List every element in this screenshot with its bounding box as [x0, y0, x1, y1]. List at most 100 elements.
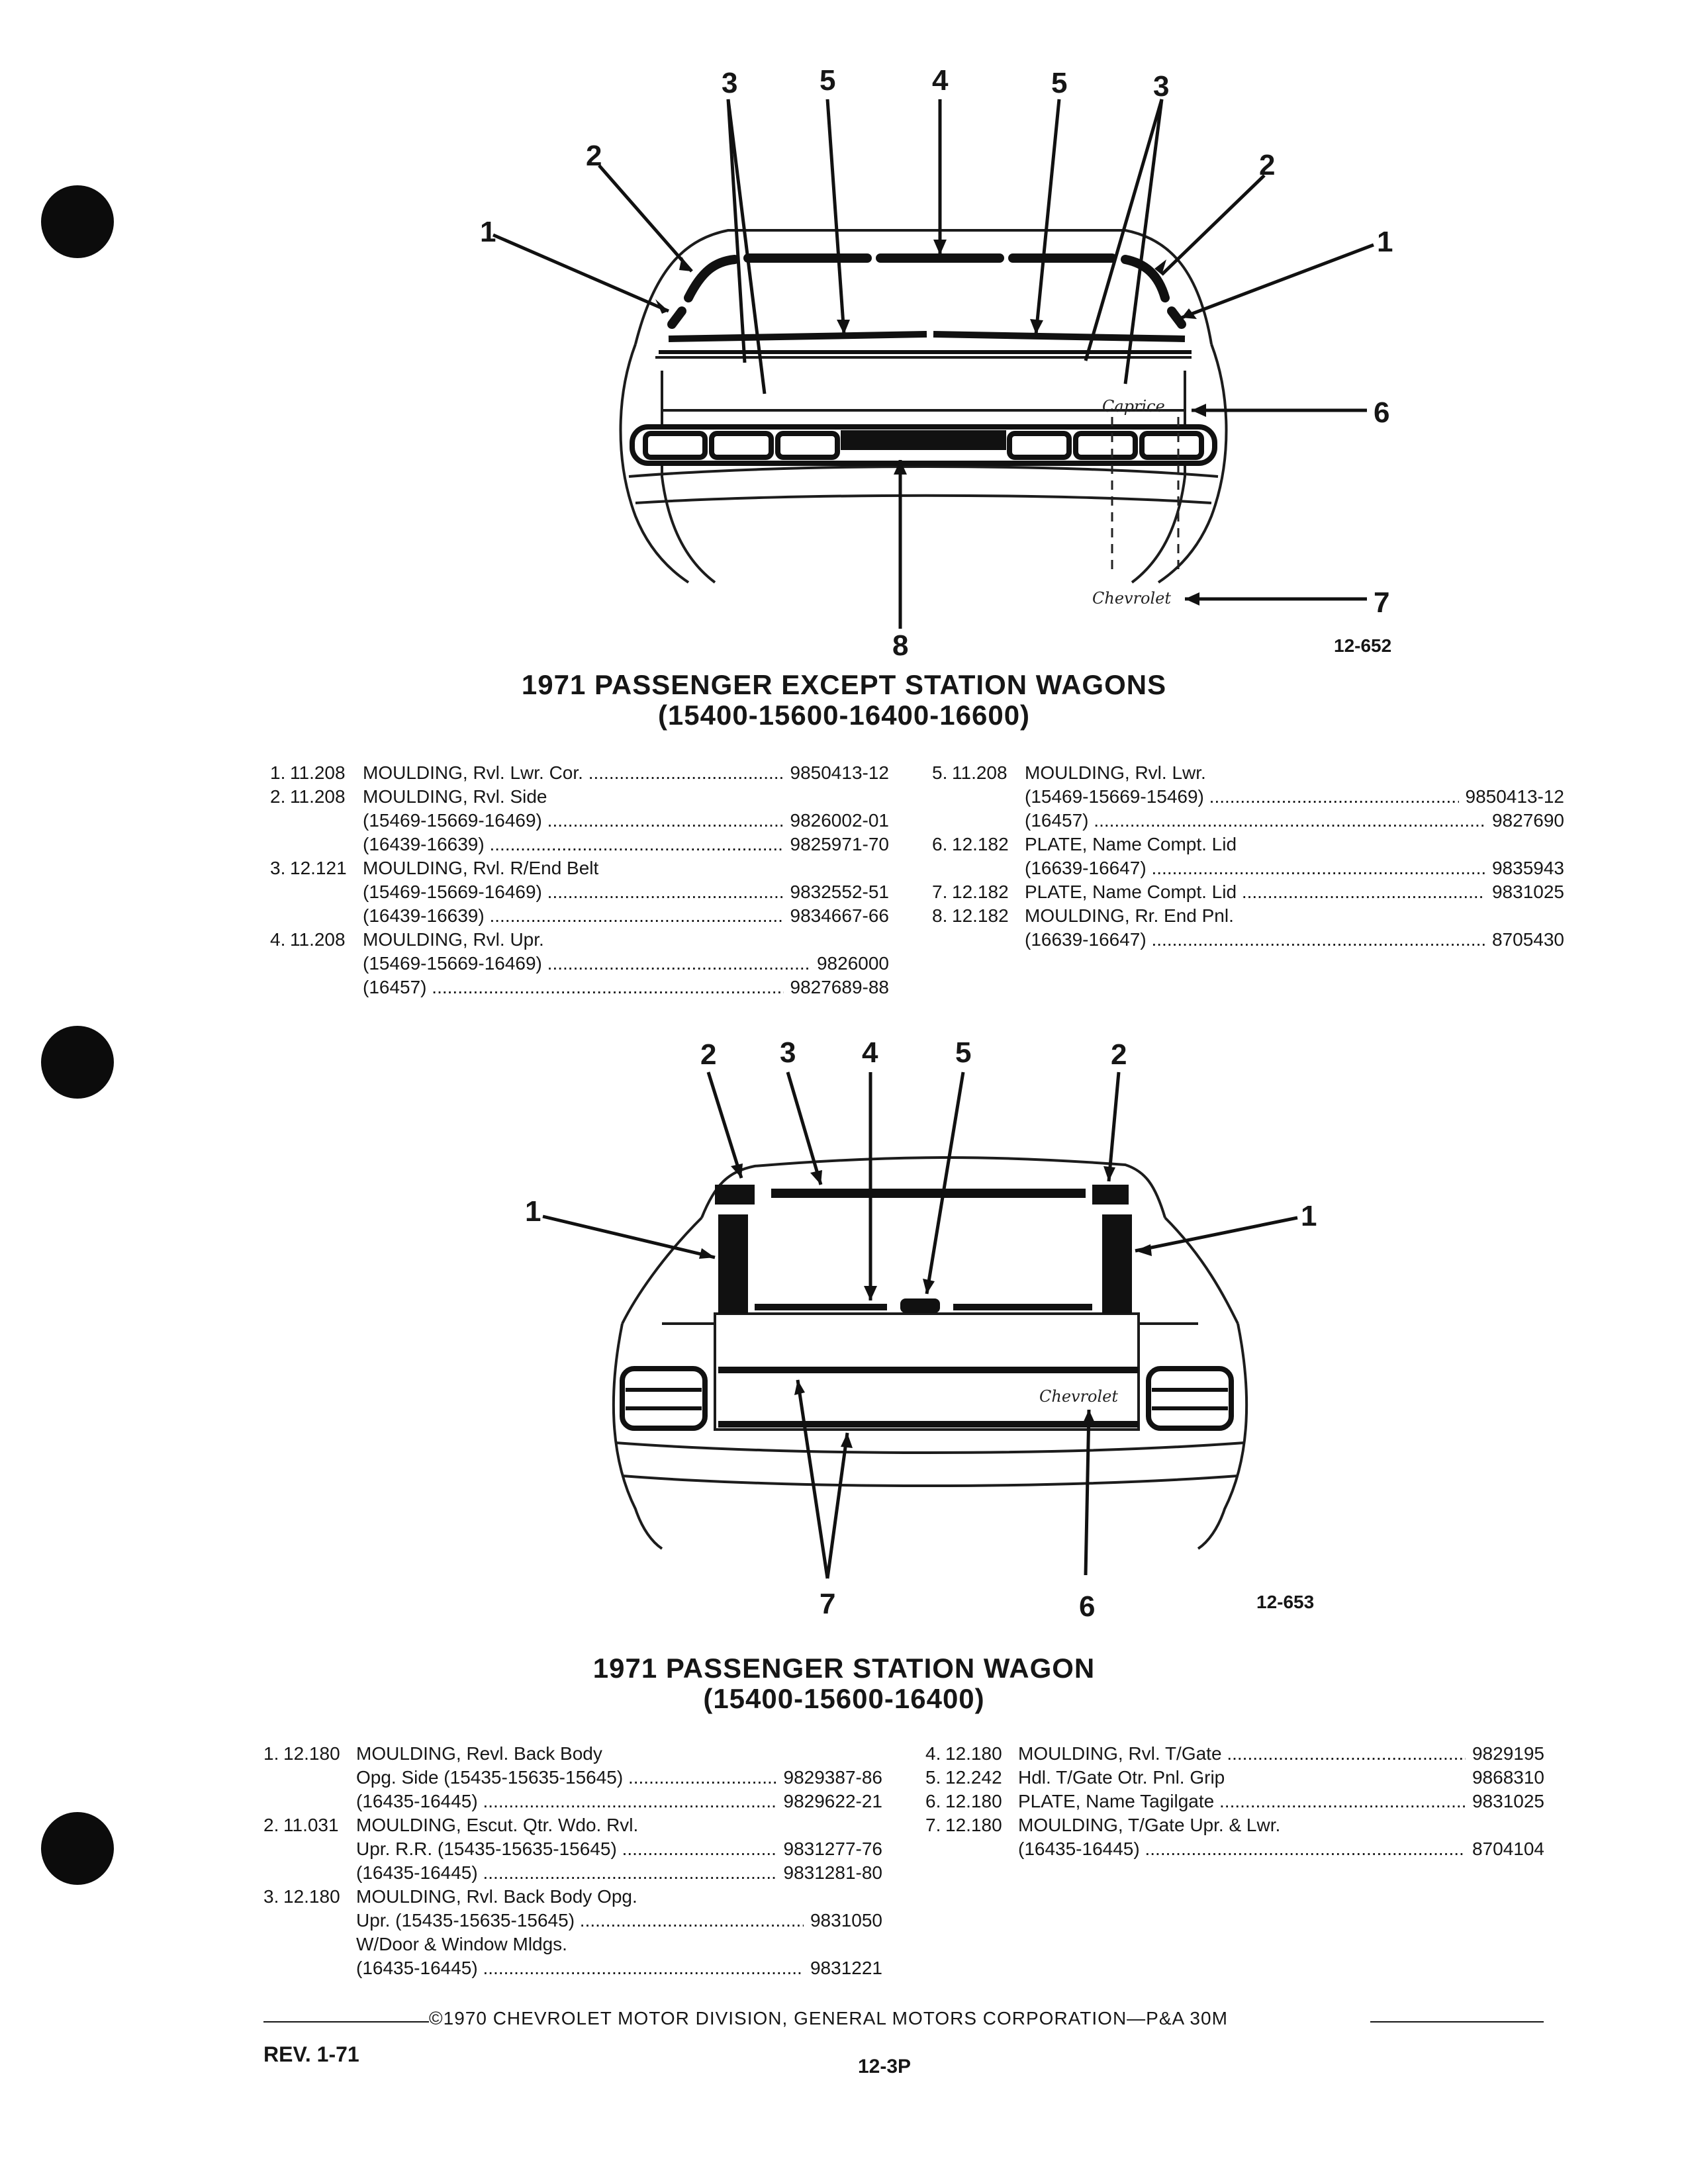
part-number: 9832552-51	[790, 882, 889, 902]
item-number	[263, 1933, 283, 1956]
group-number: 12.180	[283, 1886, 340, 1907]
group-number	[283, 1861, 356, 1885]
part-number: 9825971-70	[790, 834, 889, 854]
callout-6: 6	[1079, 1590, 1095, 1623]
group-number	[290, 809, 363, 833]
callout-2-right: 2	[1259, 149, 1275, 181]
binder-hole-middle	[41, 1026, 114, 1099]
footer-rule-left	[263, 2021, 429, 2023]
part-number: 9831277-76	[783, 1839, 882, 1859]
parts-row: (16435-16445) 9831221	[263, 1956, 882, 1980]
parts-row: (15469-15669-16469)9826000	[270, 952, 889, 976]
group-number	[290, 833, 363, 856]
part-description: (16435-16445)	[356, 1861, 777, 1885]
part-number: 9829622-21	[783, 1791, 882, 1811]
item-number	[270, 904, 290, 928]
item-number	[932, 785, 952, 809]
parts-row: W/Door & Window Mldgs.	[263, 1933, 882, 1956]
part-number	[882, 856, 889, 880]
callout-3: 3	[780, 1036, 796, 1069]
callout-7: 7	[820, 1588, 835, 1620]
part-number	[1538, 1813, 1544, 1837]
group-number	[283, 1790, 356, 1813]
diagram-rear-station-wagon: Chevrolet 2 3 4 5 2 1 1 7 6 12-653	[525, 1036, 1317, 1623]
part-description: Upr. R.R. (15435-15635-15645)	[356, 1837, 777, 1861]
item-number	[270, 952, 290, 976]
callout-1-right: 1	[1377, 226, 1393, 258]
group-number: 11.208	[952, 762, 1008, 783]
group-number	[290, 880, 363, 904]
part-description: (16435-16445)	[356, 1956, 804, 1980]
part-number: 9850413-12	[790, 762, 889, 783]
callout-1-left: 1	[480, 216, 496, 248]
item-number: 8.	[932, 905, 948, 926]
part-number: 9831025	[1491, 882, 1564, 902]
section-title-line-2: (15400-15600-16400)	[703, 1683, 985, 1714]
part-description: (16639-16647)	[1025, 856, 1485, 880]
parts-row: (16435-16445) 9831281-80	[263, 1861, 882, 1885]
part-description: MOULDING, Rvl. Upr.	[363, 929, 544, 950]
callout-4: 4	[932, 64, 949, 97]
item-number	[925, 1837, 945, 1861]
item-number	[263, 1956, 283, 1980]
callout-5-right: 5	[1051, 67, 1067, 99]
part-description: PLATE, Name Tagilgate	[1018, 1790, 1466, 1813]
callout-1-left: 1	[525, 1195, 541, 1228]
part-description: (16457)	[363, 976, 784, 999]
parts-row: (16639-16647)9835943	[932, 856, 1564, 880]
group-number	[290, 904, 363, 928]
item-number	[270, 833, 290, 856]
part-description: MOULDING, Rr. End Pnl.	[1025, 905, 1234, 926]
part-description: MOULDING, Rvl. Side	[363, 786, 547, 807]
part-number	[1558, 833, 1564, 856]
parts-row: (15469-15669-16469)9826002-01	[270, 809, 889, 833]
item-number: 7.	[932, 882, 948, 902]
part-description: PLATE, Name Compt. Lid	[1025, 834, 1237, 854]
part-number: 9831050	[810, 1910, 882, 1931]
item-number	[263, 1861, 283, 1885]
part-number: 9831281-80	[783, 1862, 882, 1883]
part-description: (15469-15669-16469)	[363, 809, 784, 833]
part-description: (15469-15669-16469)	[363, 880, 784, 904]
chevrolet-script-badge: Chevrolet	[1039, 1387, 1118, 1406]
group-number: 12.242	[945, 1767, 1002, 1788]
part-number	[876, 1885, 882, 1909]
footer-rule-right	[1370, 2021, 1544, 2023]
item-number	[263, 1909, 283, 1933]
item-number	[932, 928, 952, 952]
part-description: MOULDING, Rvl. Back Body Opg.	[356, 1886, 637, 1907]
part-description: MOULDING, Rvl. T/Gate	[1018, 1742, 1466, 1766]
item-number: 5.	[925, 1767, 941, 1788]
part-description: (16435-16445)	[1018, 1837, 1466, 1861]
parts-row: (16457)9827690	[932, 809, 1564, 833]
parts-row: (15469-15669-15469)9850413-12	[932, 785, 1564, 809]
part-description: MOULDING, Rvl. R/End Belt	[363, 858, 599, 878]
item-number: 1.	[270, 762, 286, 783]
part-number: 8704104	[1472, 1839, 1544, 1859]
item-number	[263, 1766, 283, 1790]
item-number: 7.	[925, 1815, 941, 1835]
item-number: 6.	[925, 1791, 941, 1811]
group-number	[283, 1837, 356, 1861]
item-number: 2.	[270, 786, 286, 807]
part-number	[876, 1742, 882, 1766]
section-title-line-1: 1971 PASSENGER STATION WAGON	[592, 1653, 1096, 1684]
part-number: 9831221	[810, 1958, 882, 1978]
parts-row: (16439-16639)9825971-70	[270, 833, 889, 856]
callout-6: 6	[1374, 396, 1389, 429]
parts-row: Upr. R.R. (15435-15635-15645) 9831277-76	[263, 1837, 882, 1861]
page-number: 12-3P	[858, 2056, 912, 2077]
parts-row: Upr. (15435-15635-15645)9831050	[263, 1909, 882, 1933]
section-title-line-1: 1971 PASSENGER EXCEPT STATION WAGONS	[521, 669, 1167, 700]
part-number	[1558, 761, 1564, 785]
